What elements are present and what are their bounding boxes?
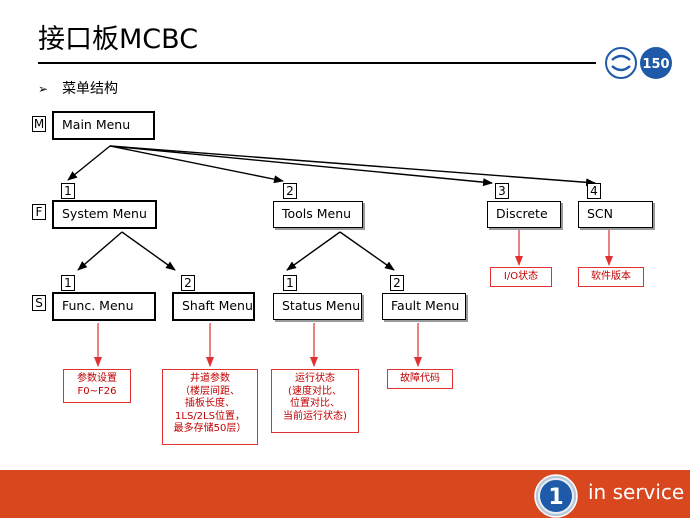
note-line: 井道参数 xyxy=(190,373,230,384)
arrow-tools-to-fault xyxy=(339,231,395,271)
in-service-badge-icon: 1 xyxy=(534,474,578,518)
anniversary-badge-icon xyxy=(640,47,672,79)
discrete-index: 3 xyxy=(495,183,509,199)
arrow-main-to-system xyxy=(67,145,111,181)
func-menu-index: 1 xyxy=(61,275,75,291)
system-menu-box: System Menu xyxy=(52,200,157,229)
note-line: （楼层间距、 xyxy=(180,385,240,397)
scn-index: 4 xyxy=(587,183,601,199)
running-status-note: 运行状态 (速度对比、 位置对比、 当前运行状态) xyxy=(271,369,359,433)
row-label-function: F xyxy=(32,204,46,220)
note-line: F0~F26 xyxy=(77,385,117,397)
scn-box: SCN xyxy=(578,201,653,228)
section-heading-text: 菜单结构 xyxy=(62,81,119,97)
row-label-submenu: S xyxy=(32,295,46,311)
shaft-menu-index: 2 xyxy=(181,275,195,291)
note-line: 插板长度、 xyxy=(185,398,235,409)
note-line: 当前运行状态) xyxy=(283,410,347,422)
otis-logo-mark xyxy=(611,54,631,72)
arrow-main-to-scn xyxy=(109,145,596,187)
status-menu-box: Status Menu xyxy=(273,293,362,320)
status-menu-index: 1 xyxy=(283,275,297,291)
arrow-system-to-shaft xyxy=(121,231,176,271)
tools-menu-box: Tools Menu xyxy=(273,201,363,228)
menu-connectors xyxy=(67,145,613,367)
note-line: 1LS/2LS位置， xyxy=(175,410,245,422)
arrow-tools-to-status xyxy=(286,231,341,271)
tools-menu-index: 2 xyxy=(283,183,297,199)
note-line: 运行状态 xyxy=(295,373,335,384)
note-line: 最多存储50层） xyxy=(173,423,247,434)
bullet-arrow-icon: ➢ xyxy=(38,82,49,96)
arrow-main-to-tools xyxy=(109,145,284,184)
main-menu-box: Main Menu xyxy=(52,111,155,140)
section-heading: ➢ 菜单结构 xyxy=(38,78,118,98)
io-status-note: I/O状态 xyxy=(490,267,552,287)
page-title: 接口板MCBC xyxy=(38,24,199,55)
title-divider xyxy=(38,62,596,64)
fault-menu-box: Fault Menu xyxy=(382,293,466,320)
arrow-system-to-func xyxy=(77,231,123,271)
note-line: 位置对比、 xyxy=(290,398,340,409)
note-line: 参数设置 xyxy=(77,373,117,384)
fault-code-note: 故障代码 xyxy=(387,369,453,389)
parameter-settings-note: 参数设置 F0~F26 xyxy=(63,369,131,403)
shaft-parameters-note: 井道参数 （楼层间距、 插板长度、 1LS/2LS位置， 最多存储50层） xyxy=(162,369,258,445)
fault-menu-index: 2 xyxy=(390,275,404,291)
footer-text: in service xyxy=(588,480,685,504)
row-label-main: M xyxy=(32,116,46,132)
anniversary-number: 150 xyxy=(642,57,669,72)
software-version-note: 软件版本 xyxy=(578,267,644,287)
note-line: (速度对比、 xyxy=(288,385,342,397)
shaft-menu-box: Shaft Menu xyxy=(172,292,255,321)
footer-bar xyxy=(0,470,690,518)
otis-logo-icon xyxy=(605,47,637,79)
func-menu-box: Func. Menu xyxy=(52,292,156,321)
company-logo: 150 xyxy=(605,47,672,79)
discrete-box: Discrete xyxy=(487,201,561,228)
in-service-badge-number: 1 xyxy=(548,485,563,510)
arrow-main-to-discrete xyxy=(109,145,493,187)
system-menu-index: 1 xyxy=(61,183,75,199)
